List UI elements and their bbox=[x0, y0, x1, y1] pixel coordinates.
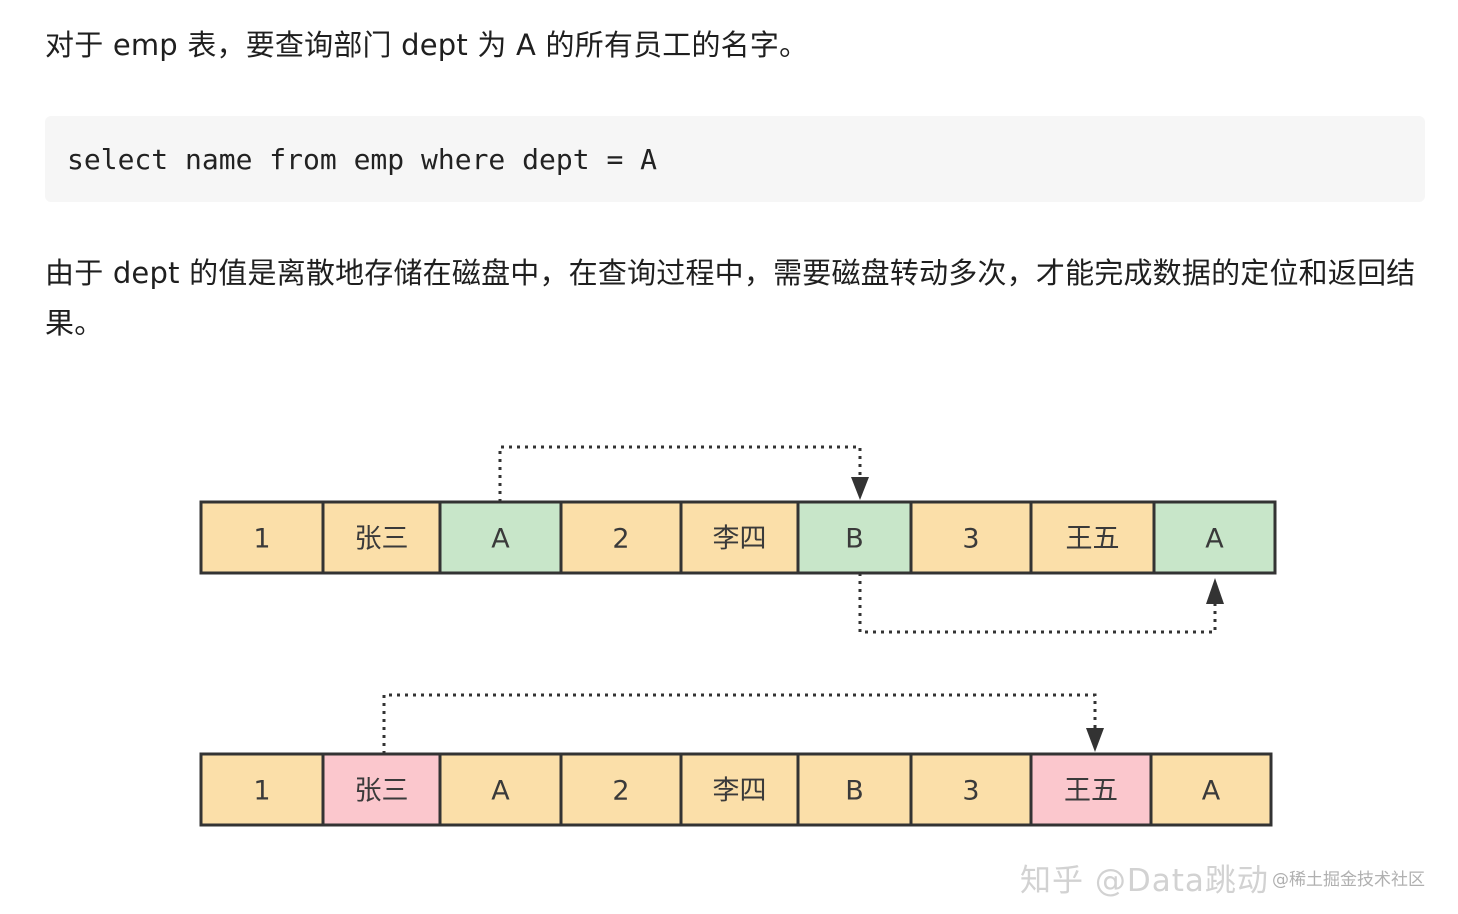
row1-cell-2-label: 张三 bbox=[355, 524, 409, 555]
row1-cell-2 bbox=[321, 500, 442, 575]
row1-arrowhead-down bbox=[851, 477, 869, 500]
row1-frame bbox=[199, 500, 1277, 575]
row2-cell-4-label: 2 bbox=[612, 776, 629, 807]
row1-connector-a-to-b bbox=[498, 445, 869, 502]
row1-cell-5-label: 李四 bbox=[713, 524, 767, 555]
row2-path-top bbox=[382, 693, 1097, 754]
row1-connector-b-to-a bbox=[858, 573, 1224, 634]
row1-cell-4-label: 2 bbox=[612, 524, 629, 555]
row1-cell-9-label: A bbox=[1205, 524, 1224, 555]
row1-cell-3-label: A bbox=[491, 524, 510, 555]
zhihu-watermark: 知乎 @Data跳动 bbox=[1020, 863, 1269, 899]
row2-cell-2-label: 张三 bbox=[355, 776, 409, 807]
row2-cells: 1 张三 A 2 李四 B 3 王五 A bbox=[199, 752, 1273, 827]
row1-cell-9 bbox=[1152, 500, 1277, 575]
row1-cell-6-label: B bbox=[845, 524, 864, 555]
row1-arrowhead-up bbox=[1206, 578, 1224, 604]
row2-cell-6 bbox=[796, 752, 913, 827]
row1-cells: 1 张三 A 2 李四 B 3 王五 A bbox=[199, 500, 1277, 575]
row2-cell-7-label: 3 bbox=[962, 776, 979, 807]
row1-cell-6 bbox=[796, 500, 913, 575]
row2-cell-3-label: A bbox=[491, 776, 510, 807]
row1-cell-1-label: 1 bbox=[253, 524, 270, 555]
row1-path-top bbox=[498, 445, 862, 502]
code-block: select name from emp where dept = A bbox=[45, 116, 1425, 202]
row1-record-strip: 1 张三 A 2 李四 B 3 王五 A bbox=[199, 500, 1277, 575]
intro-paragraph: 对于 emp 表，要查询部门 dept 为 A 的所有员工的名字。 bbox=[45, 28, 809, 62]
row2-cell-5-label: 李四 bbox=[713, 776, 767, 807]
row2-frame bbox=[199, 752, 1273, 827]
row1-cell-8-label: 王五 bbox=[1066, 524, 1120, 555]
row1-cell-5 bbox=[679, 500, 800, 575]
row2-cell-1-label: 1 bbox=[253, 776, 270, 807]
row1-path-bottom bbox=[858, 573, 1217, 634]
row2-cell-6-label: B bbox=[845, 776, 864, 807]
row2-record-strip: 1 张三 A 2 李四 B 3 王五 A bbox=[199, 752, 1273, 827]
row2-connector bbox=[382, 693, 1104, 754]
juejin-watermark: @稀土掘金技术社区 bbox=[1272, 870, 1425, 890]
row2-cell-8-label: 王五 bbox=[1064, 776, 1118, 807]
row2-cell-9-label: A bbox=[1202, 776, 1221, 807]
row1-cell-8 bbox=[1029, 500, 1156, 575]
row2-cell-2 bbox=[321, 752, 442, 827]
row2-arrowhead-down bbox=[1086, 728, 1104, 752]
row1-cell-7-label: 3 bbox=[962, 524, 979, 555]
explanation-paragraph: 由于 dept 的值是离散地存储在磁盘中，在查询过程中，需要磁盘转动多次，才能完… bbox=[45, 256, 1416, 340]
row2-cell-3 bbox=[438, 752, 563, 827]
sql-code: select name from emp where dept = A bbox=[67, 142, 658, 176]
